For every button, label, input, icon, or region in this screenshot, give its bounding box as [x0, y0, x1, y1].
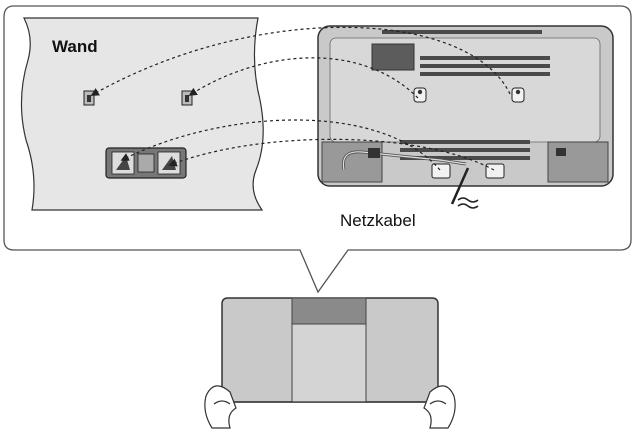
- power-cable: [450, 167, 479, 209]
- vent-grille-top: [382, 30, 550, 76]
- device-back-panel: [317, 25, 614, 187]
- keyhole-slot-left: [413, 87, 427, 103]
- device-front: [221, 297, 439, 403]
- keyhole-slot-right: [511, 87, 525, 103]
- wall-screw-right: [181, 90, 193, 106]
- hook-slot-right: [485, 163, 505, 179]
- power-cable-label: Netzkabel: [340, 211, 416, 230]
- wall-label: Wand: [52, 37, 98, 56]
- side-connector: [556, 148, 566, 156]
- label-plate: [371, 43, 415, 71]
- wall-panel: Wand: [20, 17, 264, 211]
- arrow-top-right: [188, 57, 419, 99]
- arrow-bottom-left: [120, 119, 441, 171]
- wall-screw-left: [83, 90, 95, 106]
- hand-right-icon: [423, 385, 456, 429]
- arrow-top-left: [90, 26, 511, 96]
- arrow-bottom-right: [168, 138, 495, 171]
- hook-slot-left: [431, 163, 451, 179]
- hand-left-icon: [204, 385, 237, 429]
- mounting-arrows: [90, 26, 511, 171]
